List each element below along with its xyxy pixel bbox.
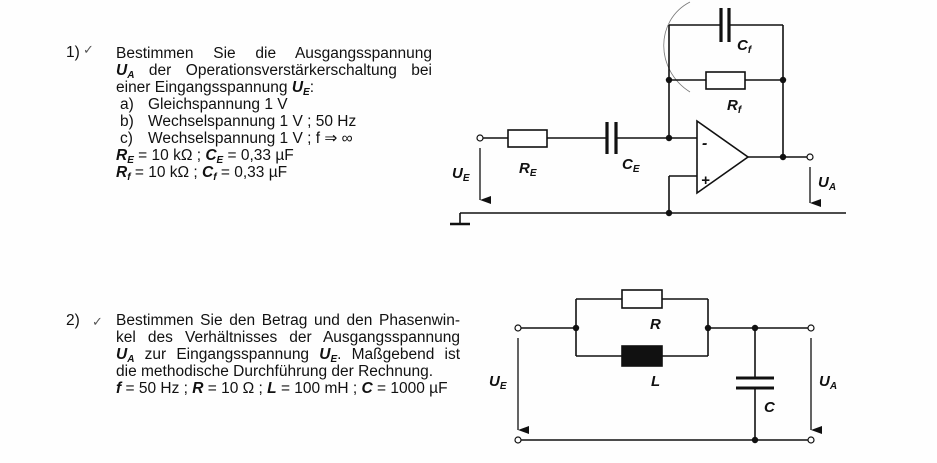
task1-line-3: einer Eingangsspannung UE: [116,79,314,98]
label-plus: + [701,172,710,189]
opamp-circuit-nodes [665,76,787,217]
opamp-circuit [450,1,846,226]
task2-line-2: kel des Verhältnisses der Ausgangsspannu… [116,329,460,346]
task2-values: f = 50 Hz ; R = 10 Ω ; L = 100 mH ; C = … [116,380,448,397]
task1-values-2: Rf = 10 kΩ ; Cf = 0,33 µF [116,164,288,183]
task1-line-1: Bestimmen Sie die Ausgangsspannung [116,45,432,62]
input-terminal-2-bottom [514,436,522,444]
task2-number: 2) [66,312,80,329]
label-R: R [650,316,661,333]
label-UE-2: UE [489,373,507,392]
label-L: L [651,373,660,390]
label-Cf: Cf [737,37,753,56]
label-CE: CE [622,156,640,175]
task1-number: 1) [66,44,80,61]
rlc-circuit-nodes [572,324,759,444]
task1-item-a: a)Gleichspannung 1 V [120,96,288,113]
label-Rf: Rf [727,97,743,116]
task1-text: Bestimmen Sie die Ausgangsspannung UA de… [116,45,432,183]
rlc-circuit [517,289,822,441]
check-mark-icon-2: ✓ [92,314,103,329]
label-UA-1: UA [818,174,836,193]
label-minus: - [702,135,707,152]
check-mark-icon: ✓ [83,42,94,57]
input-terminal-2 [514,324,522,332]
task2-line-4: die methodische Durchführung der Rechnun… [116,363,434,380]
pencil-arc [663,1,691,93]
task2-line-3: UA zur Eingangsspannung UE. Maßgebend is… [116,346,460,365]
input-terminal-1 [476,134,484,142]
output-terminal-2 [807,324,815,332]
task1-values-1: RE = 10 kΩ ; CE = 0,33 µF [116,147,294,166]
task1-line-2: UA der Operationsverstärkerschaltung bei [116,62,432,81]
inductor-L [621,345,663,367]
label-UE-1: UE [452,165,470,184]
label-C: C [764,399,776,416]
task1-item-c: c)Wechselspannung 1 V ; f ⇒ ∞ [120,130,353,147]
task2-text: Bestimmen Sie den Betrag und den Phasenw… [116,312,460,397]
output-terminal-2-bottom [807,436,815,444]
task1-item-b: b)Wechselspannung 1 V ; 50 Hz [120,113,357,130]
resistor-R [621,289,663,309]
output-terminal-1 [806,153,814,161]
task2-line-1: Bestimmen Sie den Betrag und den Phasenw… [116,312,460,329]
opamp-triangle [696,119,750,195]
resistor-Rf [705,71,746,90]
resistor-RE [507,129,548,148]
label-UA-2: UA [819,373,837,392]
label-RE: RE [519,160,537,179]
